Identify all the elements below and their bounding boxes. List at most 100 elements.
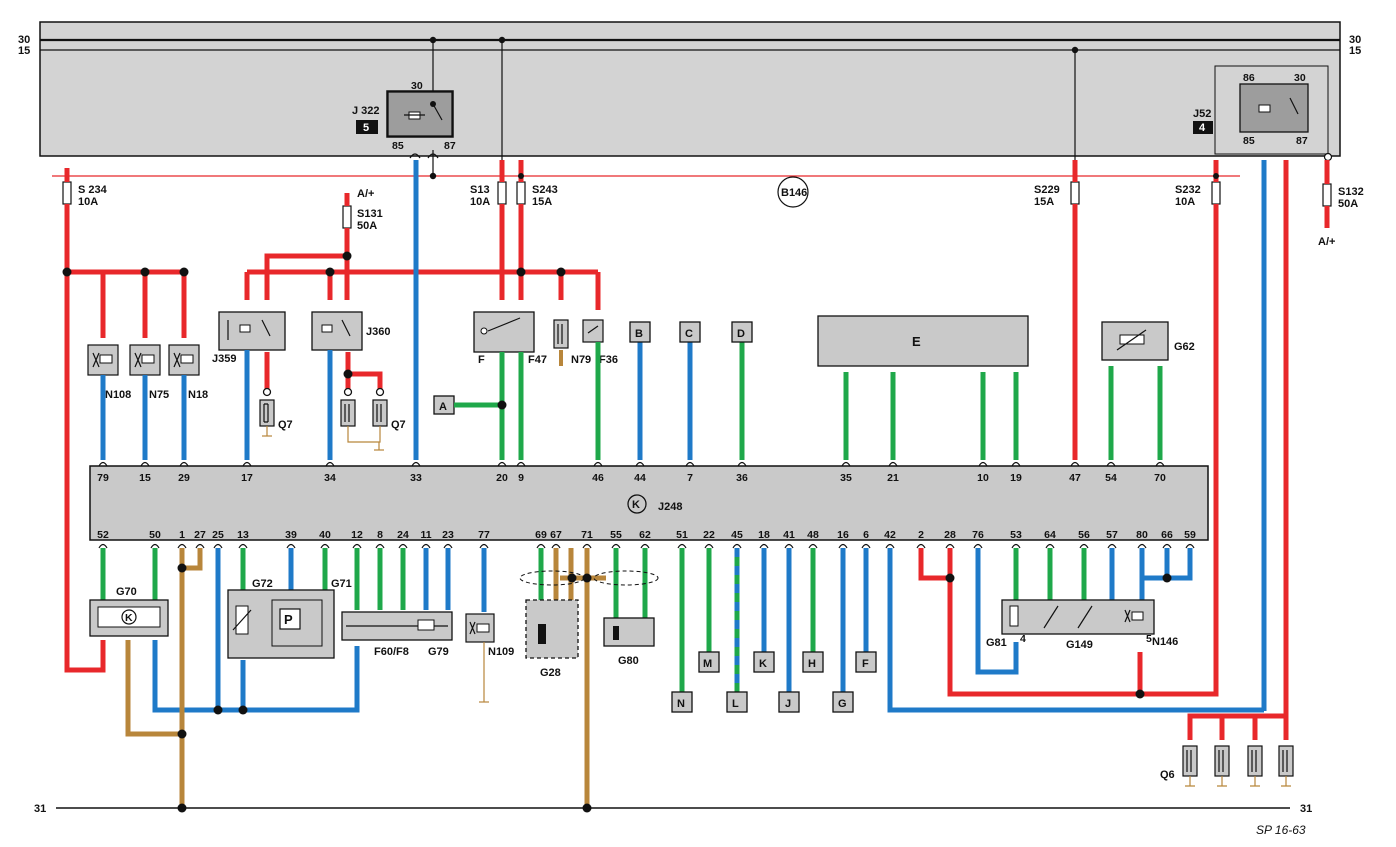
svg-text:50A: 50A <box>1338 198 1358 210</box>
ecu-top-connector-54 <box>1106 461 1116 467</box>
ecu-top-connector-15 <box>140 461 150 467</box>
svg-text:N146: N146 <box>1152 636 1178 648</box>
ecu-top-connector-33 <box>411 461 421 467</box>
valve-n18: N18 <box>168 344 208 401</box>
ecu-bottom-pin-27: 27 <box>194 529 206 541</box>
relay-j322: 30 85 87 J 322 5 <box>352 36 456 180</box>
fuse-relay-panel <box>39 21 1341 157</box>
ecu-bottom-connector-41 <box>784 543 794 549</box>
j52-number: 4 <box>1199 122 1206 134</box>
ecu-top-connector-21 <box>888 461 898 467</box>
ecu-top-pin-46: 46 <box>592 472 604 484</box>
ecu-top-connector-79 <box>98 461 108 467</box>
sensor-g70: K G70 <box>89 586 169 637</box>
svg-text:F36: F36 <box>599 354 618 366</box>
ecu-top-pin-44: 44 <box>634 472 646 484</box>
ecu-bottom-connector-42 <box>885 543 895 549</box>
fuse-s234: S 234 10A <box>62 181 108 208</box>
ecu-bottom-pin-77: 77 <box>478 529 490 541</box>
svg-text:G79: G79 <box>428 646 449 658</box>
ecu-top-pin-9: 9 <box>518 472 524 484</box>
ecu-top-connector-20 <box>497 461 507 467</box>
ecu-top-pin-33: 33 <box>410 472 422 484</box>
svg-text:G80: G80 <box>618 655 639 667</box>
j52-pin-87: 87 <box>1296 135 1308 147</box>
ecu-top-pin-20: 20 <box>496 472 508 484</box>
ecu-bottom-connector-39 <box>286 543 296 549</box>
svg-text:Q7: Q7 <box>278 419 293 431</box>
ecu-top-pin-47: 47 <box>1069 472 1081 484</box>
ref-n: N <box>677 698 685 710</box>
ref-g: G <box>838 698 847 710</box>
svg-text:N75: N75 <box>149 389 169 401</box>
ecu-top-pin-29: 29 <box>178 472 190 484</box>
svg-text:10A: 10A <box>78 196 98 208</box>
svg-text:S132: S132 <box>1338 186 1364 198</box>
ecu-top-connector-46 <box>593 461 603 467</box>
svg-text:Q7: Q7 <box>391 419 406 431</box>
svg-text:J359: J359 <box>212 353 236 365</box>
ecu-bottom-pin-55: 55 <box>610 529 622 541</box>
ecu-bottom-pin-66: 66 <box>1161 529 1173 541</box>
ecu-top-connector-35 <box>841 461 851 467</box>
ecu-bottom-connector-52 <box>98 543 108 549</box>
j52-label: J52 <box>1193 108 1211 120</box>
ecu-top-connector-44 <box>635 461 645 467</box>
ecu-bottom-connector-57 <box>1107 543 1117 549</box>
j322-pin-87: 87 <box>444 140 456 152</box>
svg-text:G71: G71 <box>331 578 352 590</box>
ecu-bottom-connector-67 <box>551 543 561 549</box>
ecu-top-connector-10 <box>978 461 988 467</box>
ecu-bottom-pin-23: 23 <box>442 529 454 541</box>
ecu-bottom-pin-2: 2 <box>918 529 924 541</box>
svg-text:10A: 10A <box>1175 196 1195 208</box>
ecu-bottom-connector-11 <box>421 543 431 549</box>
relay-j359: J359 <box>212 311 286 365</box>
ecu-bottom-connector-27 <box>195 543 205 549</box>
svg-text:G72: G72 <box>252 578 273 590</box>
relay-j52: 86 30 85 87 J52 4 <box>1193 65 1333 162</box>
ecu-bottom-pin-39: 39 <box>285 529 297 541</box>
ecu-bottom-connector-24 <box>398 543 408 549</box>
ecu-top-pin-19: 19 <box>1010 472 1022 484</box>
ecu-bottom-pin-67: 67 <box>550 529 562 541</box>
ecu-bottom-connector-8 <box>375 543 385 549</box>
svg-text:S 234: S 234 <box>78 184 108 196</box>
ecu-bottom-connector-56 <box>1079 543 1089 549</box>
ecu-top-connector-47 <box>1070 461 1080 467</box>
ecu-bottom-connector-59 <box>1185 543 1195 549</box>
svg-text:5: 5 <box>1146 633 1152 645</box>
b146-label: B146 <box>781 187 807 199</box>
ref-c: C <box>685 328 693 340</box>
fuse-s232: S232 10A <box>1175 181 1221 208</box>
j322-pin-30: 30 <box>411 80 423 92</box>
figure-caption: SP 16-63 <box>1256 823 1306 837</box>
ref-l: L <box>732 698 739 710</box>
glow-plug-q7-b: Q7 <box>340 399 406 451</box>
ecu-bottom-connector-69 <box>536 543 546 549</box>
ecu-bottom-connector-22 <box>704 543 714 549</box>
ecu-bottom-connector-6 <box>861 543 871 549</box>
svg-text:N18: N18 <box>188 389 208 401</box>
ecu-top-pin-34: 34 <box>324 472 336 484</box>
ecu-bottom-pin-40: 40 <box>319 529 331 541</box>
supply-a-plus: A/+ <box>357 188 374 200</box>
ecu-bottom-pin-22: 22 <box>703 529 715 541</box>
j52-pin-86: 86 <box>1243 72 1255 84</box>
ecu-top-pin-10: 10 <box>977 472 989 484</box>
sensor-g62: G62 <box>1101 321 1195 361</box>
ecu-bottom-connector-1 <box>177 543 187 549</box>
ref-m: M <box>703 658 712 670</box>
ref-b: B <box>635 328 643 340</box>
ecu-bottom-connector-16 <box>838 543 848 549</box>
svg-text:G62: G62 <box>1174 341 1195 353</box>
ecu-bottom-pin-80: 80 <box>1136 529 1148 541</box>
ecu-top-connector-7 <box>685 461 695 467</box>
ref-j: J <box>785 698 791 710</box>
fuse-s229: S229 15A <box>1034 181 1080 208</box>
ecu-bottom-pin-6: 6 <box>863 529 869 541</box>
ecu-bottom-connector-48 <box>808 543 818 549</box>
ecu-bottom-pin-57: 57 <box>1106 529 1118 541</box>
rail-15-label: 15 <box>18 45 30 57</box>
ecu-top-connector-19 <box>1011 461 1021 467</box>
